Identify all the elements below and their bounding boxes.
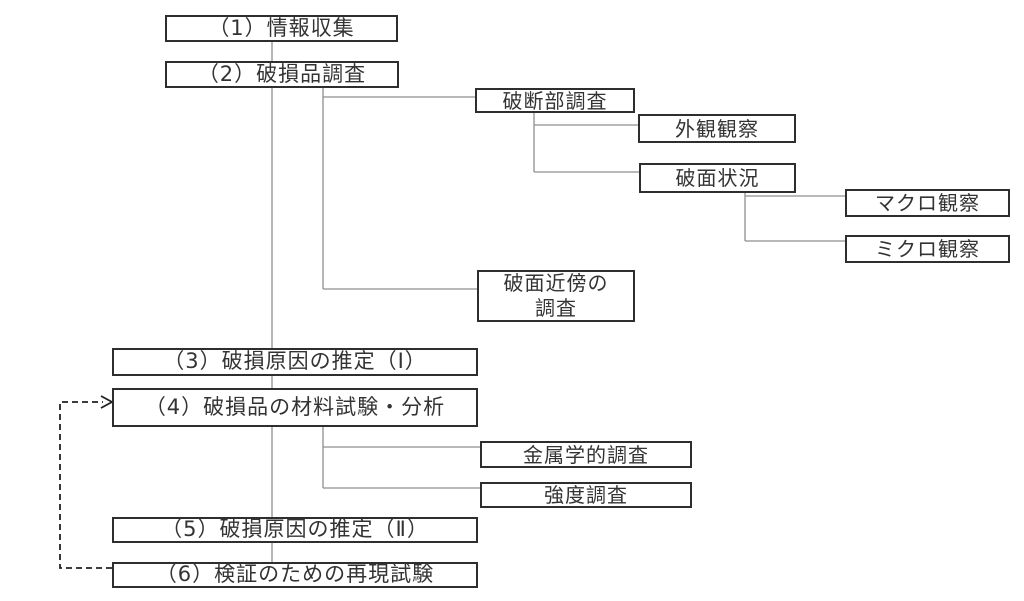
node-fracture-surface-condition: 破面状況 [639, 163, 796, 193]
near-fracture-line1: 破面近傍の [503, 271, 609, 295]
node-micro-observation: ミクロ観察 [845, 235, 1010, 263]
node-3-cause-estimation-1: （3）破損原因の推定（Ⅰ） [112, 348, 478, 376]
node-6-verification-reproduction-test: （6）検証のための再現試験 [112, 562, 478, 588]
node-1-information-gathering: （1）情報収集 [165, 15, 398, 42]
node-metallurgical-investigation: 金属学的調査 [480, 441, 692, 468]
node-near-fracture-investigation: 破面近傍の 調査 [477, 270, 635, 322]
solid-connectors [271, 42, 845, 562]
node-2-damaged-item-investigation: （2）破損品調査 [165, 61, 399, 88]
node-visual-observation: 外観観察 [638, 114, 796, 143]
feedback-arrow [59, 395, 114, 569]
node-strength-investigation: 強度調査 [480, 482, 692, 508]
node-5-cause-estimation-2: （5）破損原因の推定（Ⅱ） [112, 517, 478, 543]
node-4-material-testing-analysis: （4）破損品の材料試験・分析 [112, 388, 478, 427]
node-macro-observation: マクロ観察 [845, 189, 1010, 217]
near-fracture-line2: 調査 [535, 296, 577, 320]
node-fracture-section-investigation: 破断部調査 [475, 88, 635, 113]
feedback-dashed-path [59, 401, 112, 569]
